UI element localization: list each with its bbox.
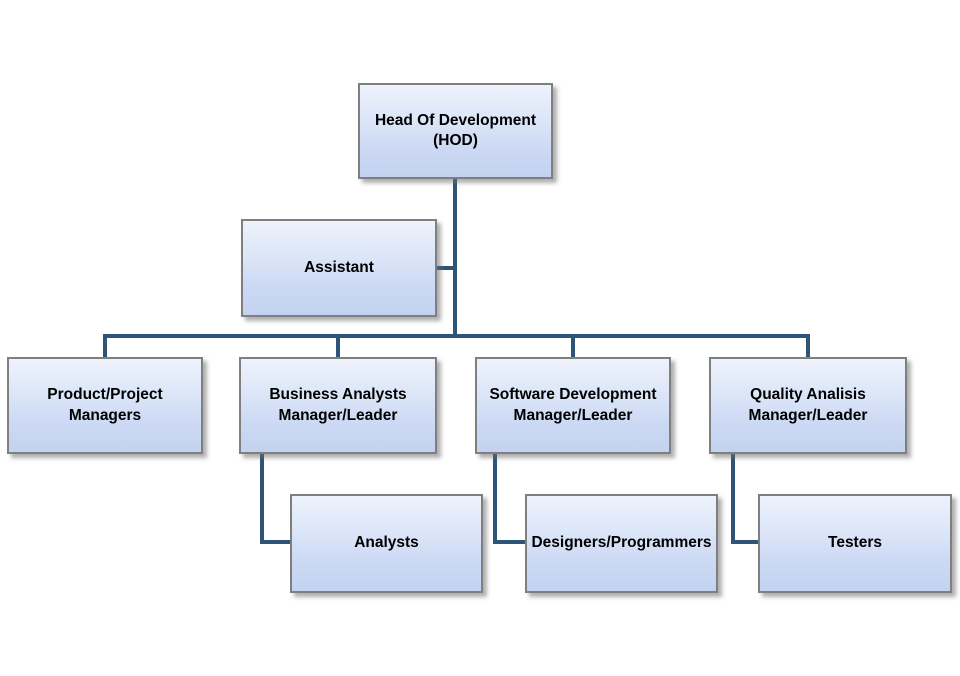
node-label-line: Business Analysts (269, 386, 407, 404)
connector-business-to-analysts-vert (260, 454, 264, 544)
node-label-line: Software Development (489, 386, 657, 404)
node-label-line: Manager/Leader (513, 406, 633, 424)
node-analysts: Analysts (290, 494, 483, 593)
node-label-line: Assistant (304, 258, 374, 276)
node-label-line: Product/Project (47, 386, 163, 404)
node-label-line: Analysts (354, 534, 419, 552)
connector-drop-business (336, 334, 340, 357)
node-quality-analisis-manager: Quality Analisis Manager/Leader (709, 357, 907, 454)
node-label-line: Testers (828, 534, 882, 552)
connector-drop-quality (806, 334, 810, 357)
node-label-line: Manager/Leader (278, 406, 398, 424)
node-label-line: Managers (68, 406, 142, 424)
node-label-line: Manager/Leader (748, 406, 868, 424)
node-assistant: Assistant (241, 219, 437, 317)
node-label-line: Head Of Development (374, 111, 537, 129)
connector-quality-to-testers-vert (731, 454, 735, 544)
node-business-analysts-manager: Business Analysts Manager/Leader (239, 357, 437, 454)
connector-distribution-line (103, 334, 810, 338)
node-product-project-managers: Product/Project Managers (7, 357, 203, 454)
node-label-line: Designers/Programmers (531, 534, 712, 552)
node-testers: Testers (758, 494, 952, 593)
connector-software-to-designers-vert (493, 454, 497, 544)
connector-assistant-to-trunk (437, 266, 455, 270)
connector-hod-trunk (453, 179, 457, 336)
node-software-development-manager: Software Development Manager/Leader (475, 357, 671, 454)
connector-drop-software (571, 334, 575, 357)
node-head-of-development: Head Of Development (HOD) (358, 83, 553, 179)
connector-quality-to-testers-horiz (731, 540, 758, 544)
node-label-line: (HOD) (433, 132, 478, 149)
connector-business-to-analysts-horiz (260, 540, 290, 544)
node-designers-programmers: Designers/Programmers (525, 494, 718, 593)
connector-drop-product (103, 334, 107, 357)
connector-software-to-designers-horiz (493, 540, 525, 544)
node-label-line: Quality Analisis (750, 386, 866, 404)
